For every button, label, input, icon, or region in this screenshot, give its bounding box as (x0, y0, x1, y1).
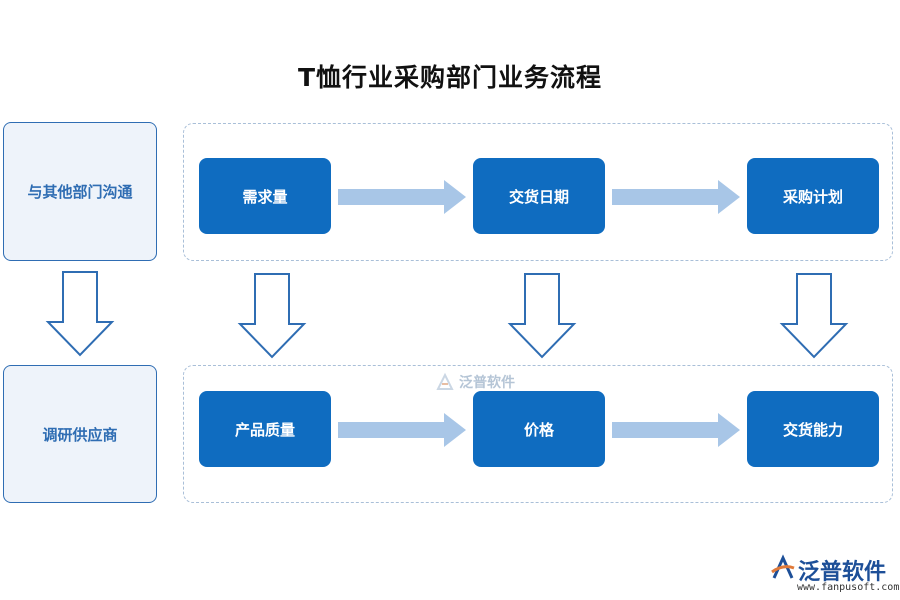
node-demand-quantity: 需求量 (199, 158, 331, 234)
arrow-right-icon (338, 413, 466, 447)
node-product-quality: 产品质量 (199, 391, 331, 467)
diagram-title: T恤行业采购部门业务流程 (297, 63, 603, 92)
arrow-right-icon (338, 180, 466, 214)
watermark-logo-icon (436, 372, 454, 390)
node-purchase-plan: 采购计划 (747, 158, 879, 234)
side-label-communicate: 与其他部门沟通 (3, 122, 157, 261)
watermark: 泛普软件 (435, 372, 515, 392)
node-delivery-date: 交货日期 (473, 158, 605, 234)
node-price: 价格 (473, 391, 605, 467)
arrow-right-icon (612, 413, 740, 447)
node-delivery-capability: 交货能力 (747, 391, 879, 467)
watermark-text: 泛普软件 (459, 375, 515, 391)
arrow-down-icon (507, 273, 577, 359)
arrow-down-icon (45, 271, 115, 357)
side-label-research-suppliers: 调研供应商 (3, 365, 157, 503)
brand-logo: 泛普软件 www.fanpusoft.com (770, 552, 899, 597)
brand-name: 泛普软件 (798, 560, 887, 585)
arrow-down-icon (779, 273, 849, 359)
brand-logo-icon (771, 554, 795, 579)
arrow-down-icon (237, 273, 307, 359)
brand-url: www.fanpusoft.com (797, 582, 900, 593)
arrow-right-icon (612, 180, 740, 214)
